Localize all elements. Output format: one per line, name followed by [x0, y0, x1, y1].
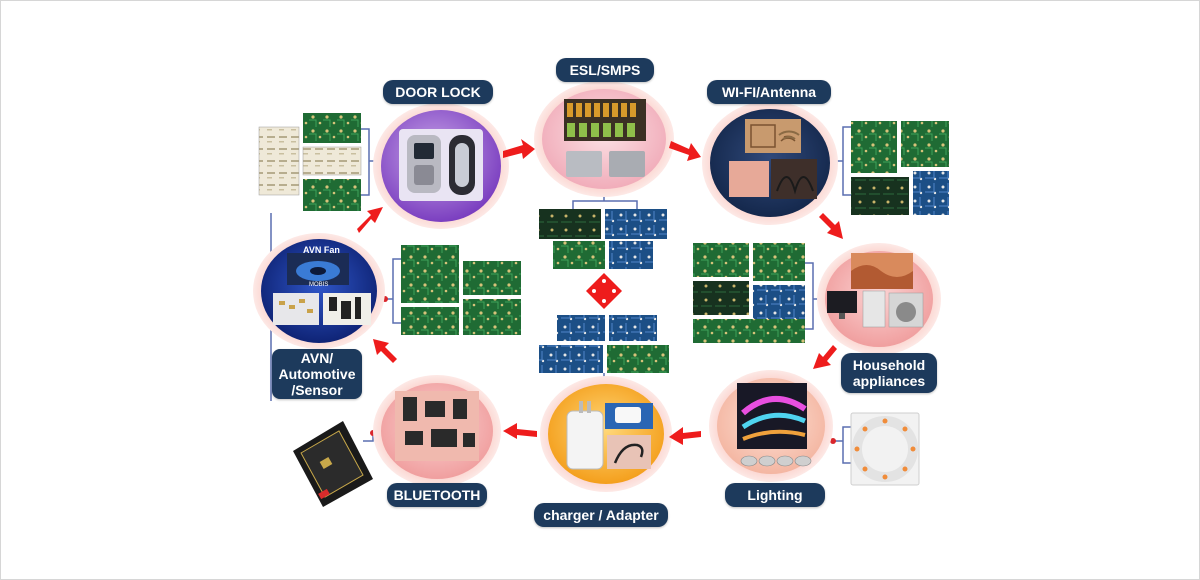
label-bluetooth: BLUETOOTH [387, 483, 487, 507]
lighting-pcb-ring [850, 412, 920, 486]
charger-icon [566, 401, 604, 470]
wifi-pcb-group [851, 121, 949, 215]
lighting-node [717, 378, 825, 474]
esl-smps-node [542, 89, 666, 189]
avn-node [261, 239, 377, 343]
avn-fan-text: AVN Fan [303, 245, 340, 255]
label-household-line2: appliances [852, 373, 926, 389]
door-lock-node [381, 110, 501, 222]
household-pcb-group [693, 243, 805, 343]
tv-icon [827, 291, 857, 319]
label-avn-line1: AVN/ [300, 350, 334, 366]
label-avn-automotive-sensor: AVN/ Automotive /Sensor [272, 349, 362, 399]
label-lighting: Lighting [725, 483, 825, 507]
door-lock-pcb-group [258, 113, 362, 211]
fan-icon [287, 253, 349, 285]
label-household-line1: Household [852, 357, 926, 373]
charger-pcb-group [539, 315, 669, 373]
arrow-icon [357, 139, 843, 445]
label-door-lock: DOOR LOCK [383, 80, 493, 104]
wifi-antenna-node [710, 109, 830, 217]
charger-node [548, 384, 664, 484]
bluetooth-module-icon [293, 421, 373, 507]
label-charger-adapter: charger / Adapter [534, 503, 668, 527]
led-icon [741, 395, 807, 441]
esl-pcb-group [539, 209, 667, 269]
label-household-appliances: Household appliances [841, 353, 937, 393]
label-avn-line3: /Sensor [291, 382, 343, 398]
diamond-icon [586, 273, 622, 309]
label-avn-line2: Automotive [278, 366, 356, 382]
avn-pcb-group [401, 245, 521, 335]
bluetooth-node [381, 383, 493, 479]
household-node [825, 251, 933, 347]
wifi-icon [778, 130, 800, 140]
label-esl-smps: ESL/SMPS [556, 58, 654, 82]
mobis-text: MOBIS [309, 282, 329, 288]
label-wifi-antenna: WI-FI/Antenna [707, 80, 831, 104]
